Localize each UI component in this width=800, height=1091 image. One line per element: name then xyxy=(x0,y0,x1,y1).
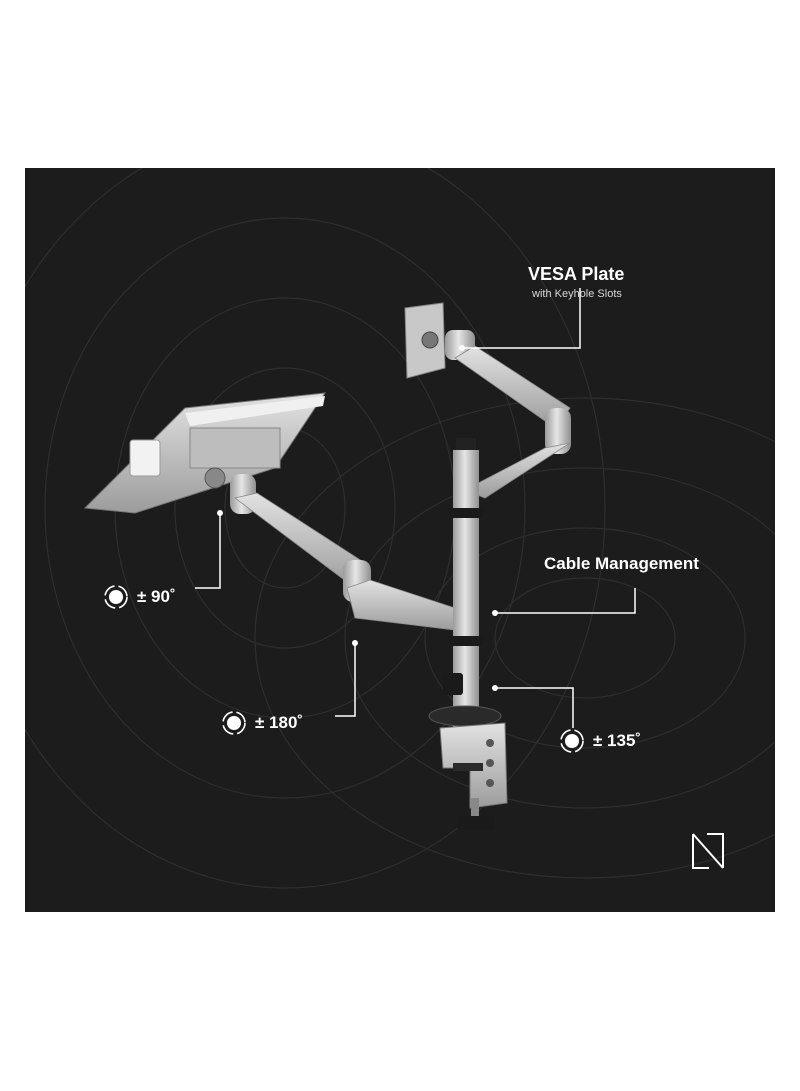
vesa-plate-title: VESA Plate xyxy=(528,264,625,284)
background-rings xyxy=(25,168,775,889)
right-arm xyxy=(404,302,571,499)
rotation-lower-arm: ± 180˚ xyxy=(221,710,303,736)
center-pole xyxy=(428,438,502,750)
vesa-plate-subtitle: with Keyhole Slots xyxy=(532,288,622,300)
rotation-lower-arm-value: ± 180˚ xyxy=(255,713,304,732)
rotation-left-arm-value: ± 90˚ xyxy=(137,587,176,606)
left-arm xyxy=(230,474,456,631)
cable-management-title: Cable Management xyxy=(544,554,699,573)
monitor-arm-illustration xyxy=(83,288,636,830)
laptop-tray xyxy=(83,392,327,514)
callout-lines xyxy=(195,288,636,728)
rotate-icon xyxy=(560,729,584,753)
desk-clamp xyxy=(439,722,508,830)
rotation-base-value: ± 135˚ xyxy=(593,731,642,750)
rotate-icon xyxy=(104,585,128,609)
brand-logo-icon xyxy=(692,833,724,869)
rotate-icon xyxy=(222,711,246,735)
rotation-base: ± 135˚ xyxy=(559,728,641,754)
product-panel: VESA Plate with Keyhole Slots Cable Mana… xyxy=(25,168,775,912)
rotation-left-arm: ± 90˚ xyxy=(103,584,176,610)
